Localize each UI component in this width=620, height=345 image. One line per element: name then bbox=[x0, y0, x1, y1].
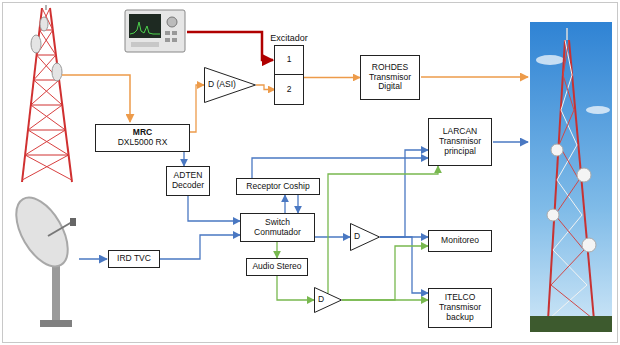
frame-border bbox=[3, 3, 618, 343]
tower-illustration bbox=[22, 5, 72, 182]
main-output bbox=[493, 141, 528, 143]
signal-connector bbox=[252, 158, 428, 178]
node-label: ADTEN Decoder bbox=[170, 171, 206, 191]
node-label: MRC bbox=[133, 128, 152, 138]
signal-connector bbox=[160, 235, 240, 259]
triangle-shape bbox=[205, 68, 256, 103]
node-label: D bbox=[318, 295, 324, 305]
distribution-amplifier: D bbox=[314, 287, 342, 313]
signal-connector bbox=[315, 236, 350, 237]
ird-box: IRD TVC bbox=[108, 250, 160, 268]
node-label: Transmisor Digital bbox=[364, 73, 416, 93]
audio-box: Audio Stereo bbox=[246, 258, 308, 276]
transmitter-box: ITELCOTransmisor backup bbox=[428, 288, 492, 328]
decoder-box: ADTEN Decoder bbox=[166, 166, 210, 196]
monitor-box: Monitoreo bbox=[428, 230, 492, 252]
node-label: Receptor Coship bbox=[246, 182, 309, 192]
receiver-box: Receptor Coship bbox=[236, 178, 320, 195]
signal-connector bbox=[183, 152, 184, 166]
signal-connector bbox=[342, 299, 428, 300]
signal-connector bbox=[297, 195, 298, 213]
tower-photo bbox=[530, 22, 612, 332]
signal-connector bbox=[304, 77, 360, 78]
satellite-dish bbox=[6, 189, 79, 327]
analyzer-link bbox=[187, 32, 273, 60]
node-label: Switch Conmutador bbox=[244, 218, 311, 238]
amplifier-triangle: D (ASI) bbox=[204, 67, 256, 103]
receiver-box: MRCDXL5000 RX bbox=[95, 124, 190, 152]
node-label: Transmisor principal bbox=[432, 137, 488, 157]
signal-connector bbox=[190, 85, 204, 132]
signal-connector bbox=[380, 150, 428, 237]
node-label: D bbox=[354, 232, 360, 242]
signal-connector bbox=[276, 242, 277, 258]
transmitter-box: LARCANTransmisor principal bbox=[428, 118, 492, 166]
signal-connector bbox=[328, 166, 438, 294]
static-wires bbox=[62, 32, 528, 259]
dish-feed bbox=[79, 258, 107, 260]
signal-connector bbox=[277, 276, 314, 300]
connector-group bbox=[160, 78, 438, 301]
spectrum-analyzer bbox=[125, 10, 185, 52]
triangle-shape bbox=[315, 288, 342, 313]
distribution-amplifier: D bbox=[350, 223, 380, 251]
signal-connector bbox=[256, 85, 275, 90]
node-label: ROHDES bbox=[372, 63, 408, 73]
exciter-group: Excitador12 bbox=[274, 45, 304, 105]
exciter-input: 1 bbox=[275, 46, 303, 75]
node-label: DXL5000 RX bbox=[118, 138, 168, 148]
signal-connector bbox=[284, 195, 285, 213]
node-label: D (ASI) bbox=[208, 80, 236, 90]
node-label: LARCAN bbox=[443, 127, 477, 137]
node-label: 1 bbox=[287, 55, 292, 65]
antenna-feed bbox=[62, 75, 130, 122]
switch-box: Switch Conmutador bbox=[240, 213, 315, 242]
node-label: 2 bbox=[287, 85, 292, 95]
transmitter-box: ROHDESTransmisor Digital bbox=[360, 55, 420, 100]
signal-connector bbox=[342, 246, 428, 300]
node-label: Monitoreo bbox=[441, 236, 479, 246]
digital-output bbox=[421, 76, 528, 78]
node-label: ITELCO bbox=[445, 293, 476, 303]
exciter-input: 2 bbox=[275, 75, 303, 104]
node-label: Transmisor backup bbox=[432, 303, 488, 323]
group-heading: Excitador bbox=[270, 33, 308, 43]
triangle-shape bbox=[351, 224, 380, 251]
signal-connector bbox=[188, 196, 240, 221]
node-label: IRD TVC bbox=[117, 254, 151, 264]
node-label: Audio Stereo bbox=[252, 262, 301, 272]
